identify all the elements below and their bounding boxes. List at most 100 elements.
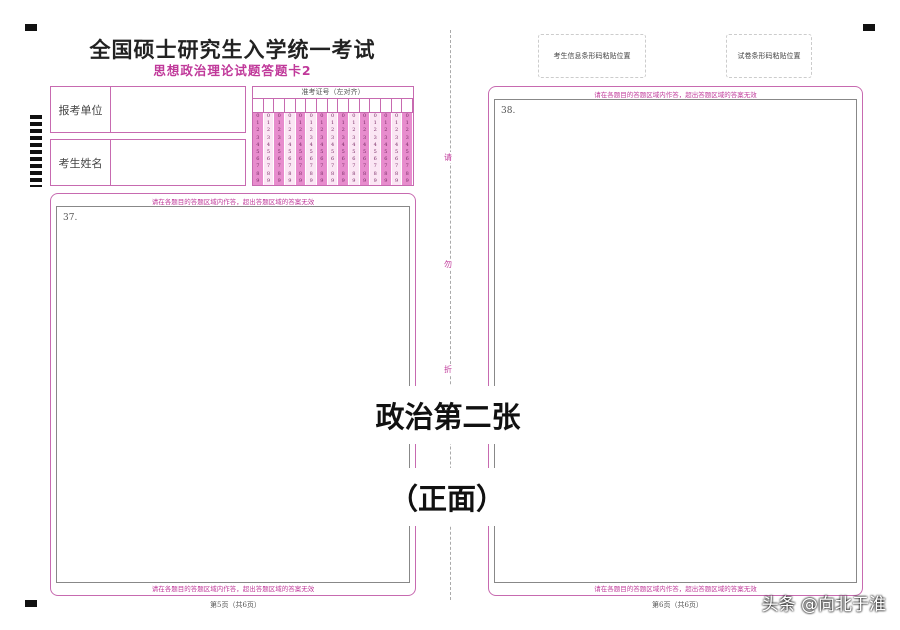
id-bubble[interactable]: 0 — [384, 113, 388, 119]
id-bubble[interactable]: 9 — [320, 177, 324, 184]
id-bubble[interactable]: 7 — [330, 163, 335, 170]
id-bubble[interactable]: 6 — [256, 156, 260, 163]
id-bubble[interactable]: 7 — [277, 163, 281, 170]
id-bubble[interactable]: 4 — [394, 141, 399, 148]
id-bubble[interactable]: 6 — [298, 156, 303, 163]
id-bubble[interactable]: 7 — [362, 163, 367, 170]
id-bubble[interactable]: 5 — [288, 149, 292, 156]
id-bubble[interactable]: 1 — [309, 120, 313, 127]
id-digit-box[interactable] — [296, 99, 307, 112]
id-bubble[interactable]: 0 — [362, 113, 367, 119]
id-bubble[interactable]: 3 — [362, 134, 367, 141]
id-bubble[interactable]: 7 — [298, 163, 303, 170]
id-bubble[interactable]: 1 — [384, 120, 388, 127]
id-bubble[interactable]: 6 — [405, 156, 409, 163]
id-digit-box[interactable] — [264, 99, 275, 112]
id-bubble[interactable]: 0 — [330, 113, 335, 119]
id-bubble[interactable]: 9 — [266, 177, 271, 184]
id-bubble[interactable]: 8 — [394, 170, 399, 177]
id-bubble[interactable]: 9 — [394, 177, 399, 184]
id-bubble[interactable]: 8 — [288, 170, 292, 177]
id-digit-box[interactable] — [381, 99, 392, 112]
id-bubble[interactable]: 6 — [266, 156, 271, 163]
id-bubble[interactable]: 8 — [405, 170, 409, 177]
id-bubble[interactable]: 4 — [330, 141, 335, 148]
id-bubble[interactable]: 9 — [341, 177, 345, 184]
id-bubble[interactable]: 0 — [256, 113, 260, 119]
id-digit-box[interactable] — [253, 99, 264, 112]
id-bubble[interactable]: 2 — [341, 127, 345, 134]
id-digit-box[interactable] — [392, 99, 403, 112]
id-bubble[interactable]: 3 — [341, 134, 345, 141]
id-bubble[interactable]: 2 — [277, 127, 281, 134]
id-bubble[interactable]: 1 — [330, 120, 335, 127]
id-bubble[interactable]: 8 — [277, 170, 281, 177]
id-bubble[interactable]: 1 — [362, 120, 367, 127]
id-digit-box[interactable] — [402, 99, 414, 112]
id-bubble[interactable]: 4 — [352, 141, 356, 148]
id-bubble[interactable]: 9 — [288, 177, 292, 184]
id-bubble[interactable]: 1 — [288, 120, 292, 127]
id-bubble[interactable]: 9 — [256, 177, 260, 184]
id-bubble[interactable]: 6 — [362, 156, 367, 163]
id-bubble[interactable]: 4 — [256, 141, 260, 148]
id-bubble[interactable]: 3 — [320, 134, 324, 141]
id-bubble[interactable]: 7 — [320, 163, 324, 170]
id-bubble[interactable]: 4 — [277, 141, 281, 148]
id-bubble[interactable]: 3 — [384, 134, 388, 141]
id-bubble[interactable]: 3 — [394, 134, 399, 141]
id-bubble[interactable]: 2 — [405, 127, 409, 134]
id-bubble[interactable]: 0 — [298, 113, 303, 119]
id-bubble[interactable]: 7 — [384, 163, 388, 170]
id-bubble[interactable]: 3 — [288, 134, 292, 141]
id-bubble[interactable]: 3 — [256, 134, 260, 141]
id-bubble[interactable]: 0 — [277, 113, 281, 119]
id-bubble[interactable]: 5 — [309, 149, 313, 156]
id-bubble[interactable]: 2 — [352, 127, 356, 134]
id-bubble[interactable]: 9 — [352, 177, 356, 184]
id-bubble[interactable]: 4 — [309, 141, 313, 148]
id-bubble[interactable]: 4 — [373, 141, 377, 148]
id-digit-box[interactable] — [306, 99, 318, 112]
id-bubble[interactable]: 7 — [341, 163, 345, 170]
id-digit-box[interactable] — [349, 99, 360, 112]
id-bubble[interactable]: 9 — [277, 177, 281, 184]
id-bubble[interactable]: 1 — [298, 120, 303, 127]
id-bubble[interactable]: 2 — [330, 127, 335, 134]
id-bubble[interactable]: 6 — [352, 156, 356, 163]
id-bubble[interactable]: 0 — [320, 113, 324, 119]
unit-field[interactable]: 报考单位 — [50, 86, 246, 133]
id-bubble[interactable]: 1 — [266, 120, 271, 127]
id-bubble[interactable]: 5 — [352, 149, 356, 156]
id-bubble[interactable]: 2 — [309, 127, 313, 134]
id-bubble[interactable]: 4 — [266, 141, 271, 148]
id-bubble[interactable]: 6 — [288, 156, 292, 163]
id-bubble[interactable]: 4 — [405, 141, 409, 148]
id-bubble[interactable]: 4 — [341, 141, 345, 148]
id-bubble[interactable]: 5 — [277, 149, 281, 156]
id-bubble[interactable]: 4 — [362, 141, 367, 148]
id-bubble[interactable]: 7 — [352, 163, 356, 170]
id-bubble[interactable]: 2 — [394, 127, 399, 134]
id-bubble[interactable]: 9 — [330, 177, 335, 184]
id-bubble[interactable]: 5 — [298, 149, 303, 156]
id-bubble[interactable]: 8 — [373, 170, 377, 177]
id-bubble[interactable]: 8 — [341, 170, 345, 177]
id-digit-box[interactable] — [338, 99, 350, 112]
id-bubble[interactable]: 1 — [405, 120, 409, 127]
id-bubble[interactable]: 3 — [352, 134, 356, 141]
id-bubble[interactable]: 4 — [384, 141, 388, 148]
id-bubble[interactable]: 6 — [277, 156, 281, 163]
id-bubble[interactable]: 1 — [352, 120, 356, 127]
id-bubble[interactable]: 5 — [320, 149, 324, 156]
id-digit-box[interactable] — [274, 99, 286, 112]
id-bubble[interactable]: 6 — [384, 156, 388, 163]
id-bubble[interactable]: 7 — [394, 163, 399, 170]
id-bubble[interactable]: 0 — [373, 113, 377, 119]
id-bubble[interactable]: 0 — [405, 113, 409, 119]
id-bubble[interactable]: 8 — [266, 170, 271, 177]
id-bubble[interactable]: 0 — [266, 113, 271, 119]
id-bubble[interactable]: 8 — [330, 170, 335, 177]
id-bubble[interactable]: 3 — [373, 134, 377, 141]
